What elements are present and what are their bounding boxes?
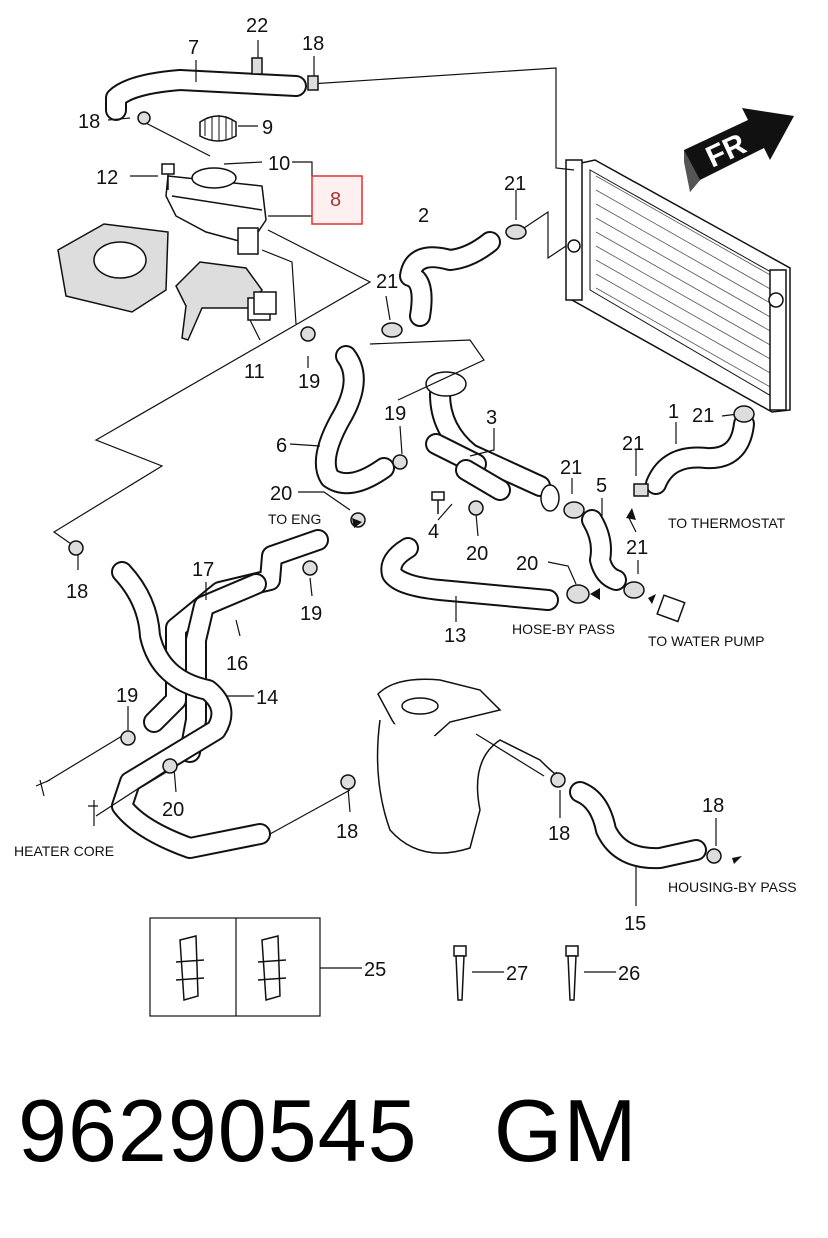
callout-6: 6 [276,435,287,457]
hose-2 [399,231,501,327]
reservoir-cap [199,115,237,142]
clamps [68,57,755,864]
callout-8[interactable]: 8 [330,189,341,211]
hoses-16-17 [143,529,329,763]
callout-21-d: 21 [626,537,648,559]
callout-4: 4 [428,521,439,543]
tank-bracket [57,223,263,341]
flow-arrows [352,508,742,864]
callout-18-d: 18 [548,823,570,845]
note-to-water-pump: TO WATER PUMP [648,633,764,649]
bolt-4 [431,491,445,514]
callout-18-top: 18 [302,33,324,55]
callout-3: 3 [486,407,497,429]
callout-17: 17 [192,559,214,581]
hose-5 [581,509,627,591]
callout-labels: 22 18 7 18 9 10 12 8 2 21 21 11 19 19 3 … [66,15,724,985]
front-arrow-icon: FR [684,108,794,192]
callout-19-a: 19 [298,371,320,393]
hose-1 [645,413,755,495]
callout-21-c: 21 [560,457,582,479]
callout-18-b: 18 [66,581,88,603]
hose-15 [569,781,707,870]
callout-20-c: 20 [516,553,538,575]
callout-15: 15 [624,913,646,935]
part-number: 96290545 [18,1081,418,1180]
note-to-eng: TO ENG [268,511,321,527]
direction-notes: TO ENG TO THERMOSTAT HOSE-BY PASS TO WAT… [14,511,797,895]
clip-11 [247,291,277,321]
callout-5: 5 [596,475,607,497]
callout-22: 22 [246,15,268,37]
callout-1: 1 [668,401,679,423]
callout-21-top: 21 [504,173,526,195]
cable-tie-26 [565,945,579,1001]
callout-18-e: 18 [702,795,724,817]
callout-16: 16 [226,653,248,675]
note-housing-bypass: HOUSING-BY PASS [668,879,797,895]
highlight-box-part-8[interactable] [311,175,363,225]
bolt-12 [161,163,175,190]
callout-7: 7 [188,37,199,59]
callout-20-a: 20 [270,483,292,505]
callout-21-thermo: 21 [622,433,644,455]
cable-tie-27 [453,945,467,1001]
clip-set-25 [149,917,321,1017]
callout-19-b: 19 [384,403,406,425]
callout-10: 10 [268,153,290,175]
note-hose-bypass: HOSE-BY PASS [512,621,615,637]
callout-18-left: 18 [78,111,100,133]
heater-core-pipes [35,779,98,826]
callout-2: 2 [418,205,429,227]
callout-11: 11 [244,361,265,383]
leader-lines [45,40,739,973]
callout-13: 13 [444,625,466,647]
callout-25: 25 [364,959,386,981]
note-to-thermostat: TO THERMOSTAT [668,515,786,531]
expansion-tank [165,167,267,255]
pipe-3 [425,371,560,512]
callout-27: 27 [506,963,528,985]
callout-19-c: 19 [300,603,322,625]
callout-14: 14 [256,687,278,709]
callout-20-b: 20 [466,543,488,565]
callout-20-d: 20 [162,799,184,821]
callout-21-right: 21 [692,405,714,427]
callout-21-mid: 21 [376,271,398,293]
callout-18-c: 18 [336,821,358,843]
callout-26: 26 [618,963,640,985]
radiator [565,159,791,413]
hose-13 [380,537,559,611]
callout-12: 12 [96,167,118,189]
part-number-caption: 96290545 GM [18,1080,638,1182]
thermostat-housing [376,678,558,854]
brand: GM [493,1081,638,1180]
note-heater-core: HEATER CORE [14,843,114,859]
callout-9: 9 [262,117,273,139]
hose-14 [111,561,271,859]
callout-19-d: 19 [116,685,138,707]
hose-6 [314,345,395,495]
